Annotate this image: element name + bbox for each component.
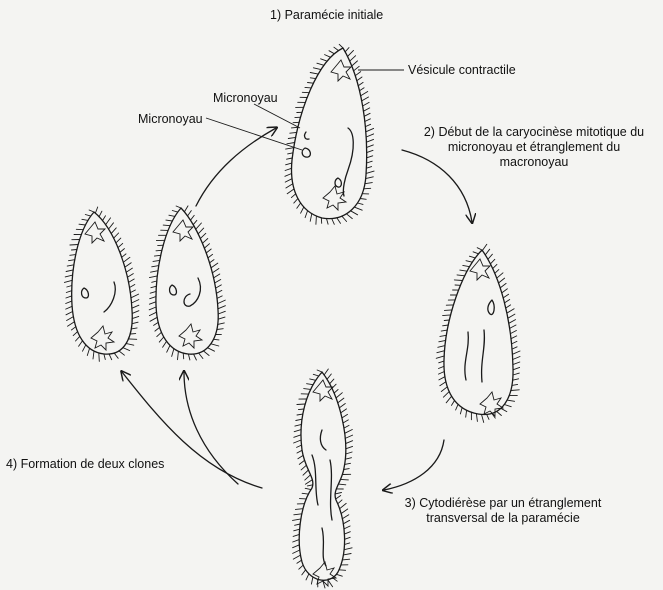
- label-step3-line1: 3) Cytodiérèse par un étranglement: [378, 496, 628, 511]
- cilia: [64, 207, 138, 361]
- paramecium-karyokinesis: [436, 244, 520, 422]
- label-step3: 3) Cytodiérèse par un étranglement trans…: [378, 496, 628, 526]
- paramecium-cytodieresis: [293, 369, 353, 588]
- arrow-step3-to-clone-b: [184, 372, 238, 484]
- label-step2-line2: micronoyau et étranglement du: [405, 140, 663, 155]
- macronucleus: [343, 128, 353, 196]
- cilia: [293, 369, 353, 588]
- paramecium-clone-right: [149, 206, 225, 360]
- label-step2-line1: 2) Début de la caryocinèse mitotique du: [405, 125, 663, 140]
- arrow-step4-to-step1: [196, 128, 276, 206]
- arrow-step2-to-step3: [384, 440, 444, 490]
- label-vesicle: Vésicule contractile: [408, 63, 516, 78]
- label-step2: 2) Début de la caryocinèse mitotique du …: [405, 125, 663, 170]
- pointer-micronucleus-b: [206, 118, 302, 150]
- label-micronucleus-b: Micronoyau: [138, 112, 203, 127]
- contractile-vacuole-bottom: [323, 186, 346, 210]
- contractile-vacuole-top: [331, 60, 351, 81]
- label-step1: 1) Paramécie initiale: [270, 8, 383, 23]
- label-step3-line2: transversal de la paramécie: [378, 511, 628, 526]
- label-step2-line3: macronoyau: [405, 155, 663, 170]
- label-step4: 4) Formation de deux clones: [6, 457, 164, 472]
- paramecium-clone-left: [64, 207, 138, 361]
- micronucleus-dot: [302, 148, 310, 157]
- cilia: [436, 244, 520, 422]
- paramecium-initial: [285, 44, 374, 224]
- label-micronucleus-a: Micronoyau: [213, 91, 278, 106]
- pointer-micronucleus-a: [254, 104, 300, 128]
